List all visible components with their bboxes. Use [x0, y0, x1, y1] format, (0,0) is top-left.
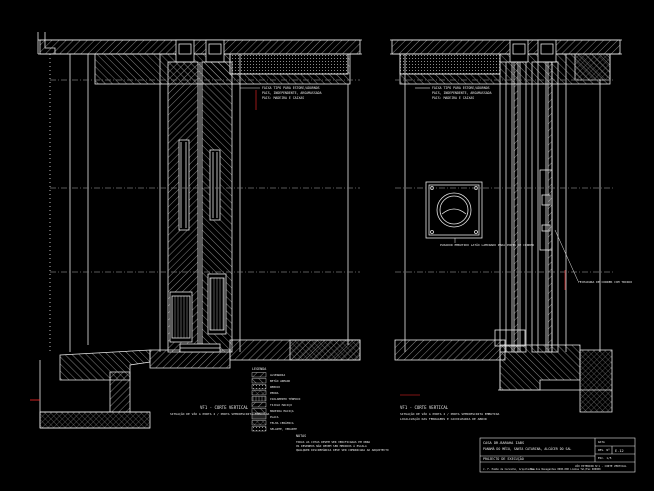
left-ceiling-slab: [39, 39, 361, 55]
project-location: PANAMÁ DO MÉIO, SANTA CATARINA, ALCÁCER …: [483, 446, 571, 451]
lock-callout: FECHADURA DE CORRER COM TRINCO: [578, 280, 632, 284]
legend-label: ISOLAMENTO TÉRMICO: [270, 396, 301, 401]
legend-label: PLACA: [270, 415, 279, 419]
architect-name: J. F. Pombo de Carvalho, Arquitectos: [483, 468, 535, 471]
left-note-3: PAIS: MADEIRA E CAIXAS: [262, 96, 304, 100]
legend-swatch: [251, 426, 267, 432]
sheet-number: E.12: [615, 449, 624, 453]
legend-label: ALVENARIA: [270, 373, 285, 377]
scale-label: ESC. 1/5: [598, 456, 612, 460]
left-note-1: FAIXA TIPO PARA ESTORE/ADORNOS: [262, 86, 320, 90]
left-section: [30, 32, 362, 429]
project-name: CASA DR.BARAHA IABS: [483, 441, 524, 445]
left-note-2: PAIS, INDEPENDENTE, ARGAMASSADA: [262, 91, 322, 95]
date-label: DATA: [598, 440, 605, 444]
right-note-1: FAIXA TIPO PARA ESTORE/ADORNOS: [432, 86, 490, 90]
sheet-title: VÃO EXTERIOR Nº1 - CORTE VERTICAL: [575, 463, 627, 468]
left-section-subtitle: SITUAÇÃO DE VÃO A PORTA 2 / PORTA SEMIDE…: [170, 411, 270, 416]
legend-swatch: [251, 384, 267, 390]
right-ceiling-slab: [391, 39, 621, 55]
legend-title: LEGENDA: [252, 367, 266, 371]
legend-swatch: [251, 414, 267, 420]
right-door-leaf-a: [499, 61, 527, 353]
left-section-title: VF1 - CORTE VERTICAL: [200, 405, 249, 410]
right-section-subtitle2: LOCALIZAÇÃO DAS FERRAGENS E CAIXILHARIA …: [400, 416, 487, 421]
architect-address: Rua dos Navegantes 0000-000 Lisboa Tel/F…: [530, 468, 601, 471]
handle-callout: PUXADOR EMBUTIDO LATÃO LAMINADO PARA POR…: [440, 242, 534, 247]
lock-body: [539, 169, 553, 251]
legend-label: SELANTE, VEDANTE: [270, 427, 297, 431]
legend-label: REBOCO: [270, 385, 280, 389]
project-phase: PROJECTO DE EXECUÇÃO: [483, 456, 524, 461]
right-section-title: VF1 - CORTE VERTICAL: [400, 405, 449, 410]
right-door-leaf-b: [531, 61, 559, 353]
recessed-handle: [425, 181, 483, 239]
legend-label: BETÃO ARMADO: [270, 378, 291, 383]
sheet-label: DES. Nº: [598, 448, 610, 452]
legend-swatch: [251, 378, 267, 384]
dimension-marks: [255, 90, 566, 396]
title-block: [479, 437, 636, 473]
legend-label: TELHA CERÂMICA: [270, 420, 294, 425]
notes-title: NOTAS: [296, 434, 306, 438]
right-note-3: PAIS: MADEIRA E CAIXAS: [432, 96, 474, 100]
notes-line-1: TODAS AS COTAS DEVEM SER VERIFICADAS EM …: [296, 440, 370, 444]
notes-line-2: OS DESENHOS NÃO DEVEM SER MEDIDOS À ESCA…: [296, 443, 367, 448]
legend-label: TIJOLO MACIÇO: [270, 403, 292, 407]
right-section: [390, 39, 622, 413]
legend-label: PEDRA: [270, 391, 279, 395]
legend-swatch: [251, 402, 267, 408]
legend-swatch: [251, 372, 267, 378]
legend-swatch: [251, 408, 267, 414]
legend-label: MADEIRA MACIÇA: [270, 409, 294, 413]
legend-swatch: [251, 390, 267, 396]
notes-block: NOTAS TODAS AS COTAS DEVEM SER VERIFICAD…: [296, 434, 389, 452]
left-notes: FAIXA TIPO PARA ESTORE/ADORNOS PAIS, IND…: [170, 86, 322, 416]
right-floor-slab: [394, 339, 506, 361]
notes-line-3: QUALQUER DISCREPÂNCIA DEVE SER COMUNICAD…: [296, 447, 389, 452]
right-section-subtitle: SITUAÇÃO DE VÃO A PORTA 2 / PORTA SEMIDE…: [400, 411, 500, 416]
right-note-2: PAIS, INDEPENDENTE, ARGAMASSADA: [432, 91, 492, 95]
right-notes: FAIXA TIPO PARA ESTORE/ADORNOS PAIS, IND…: [400, 86, 632, 421]
title-block-text: CASA DR.BARAHA IABS PANAMÁ DO MÉIO, SANT…: [483, 440, 627, 471]
legend-swatch: [251, 396, 267, 402]
legend-swatch: [251, 420, 267, 426]
